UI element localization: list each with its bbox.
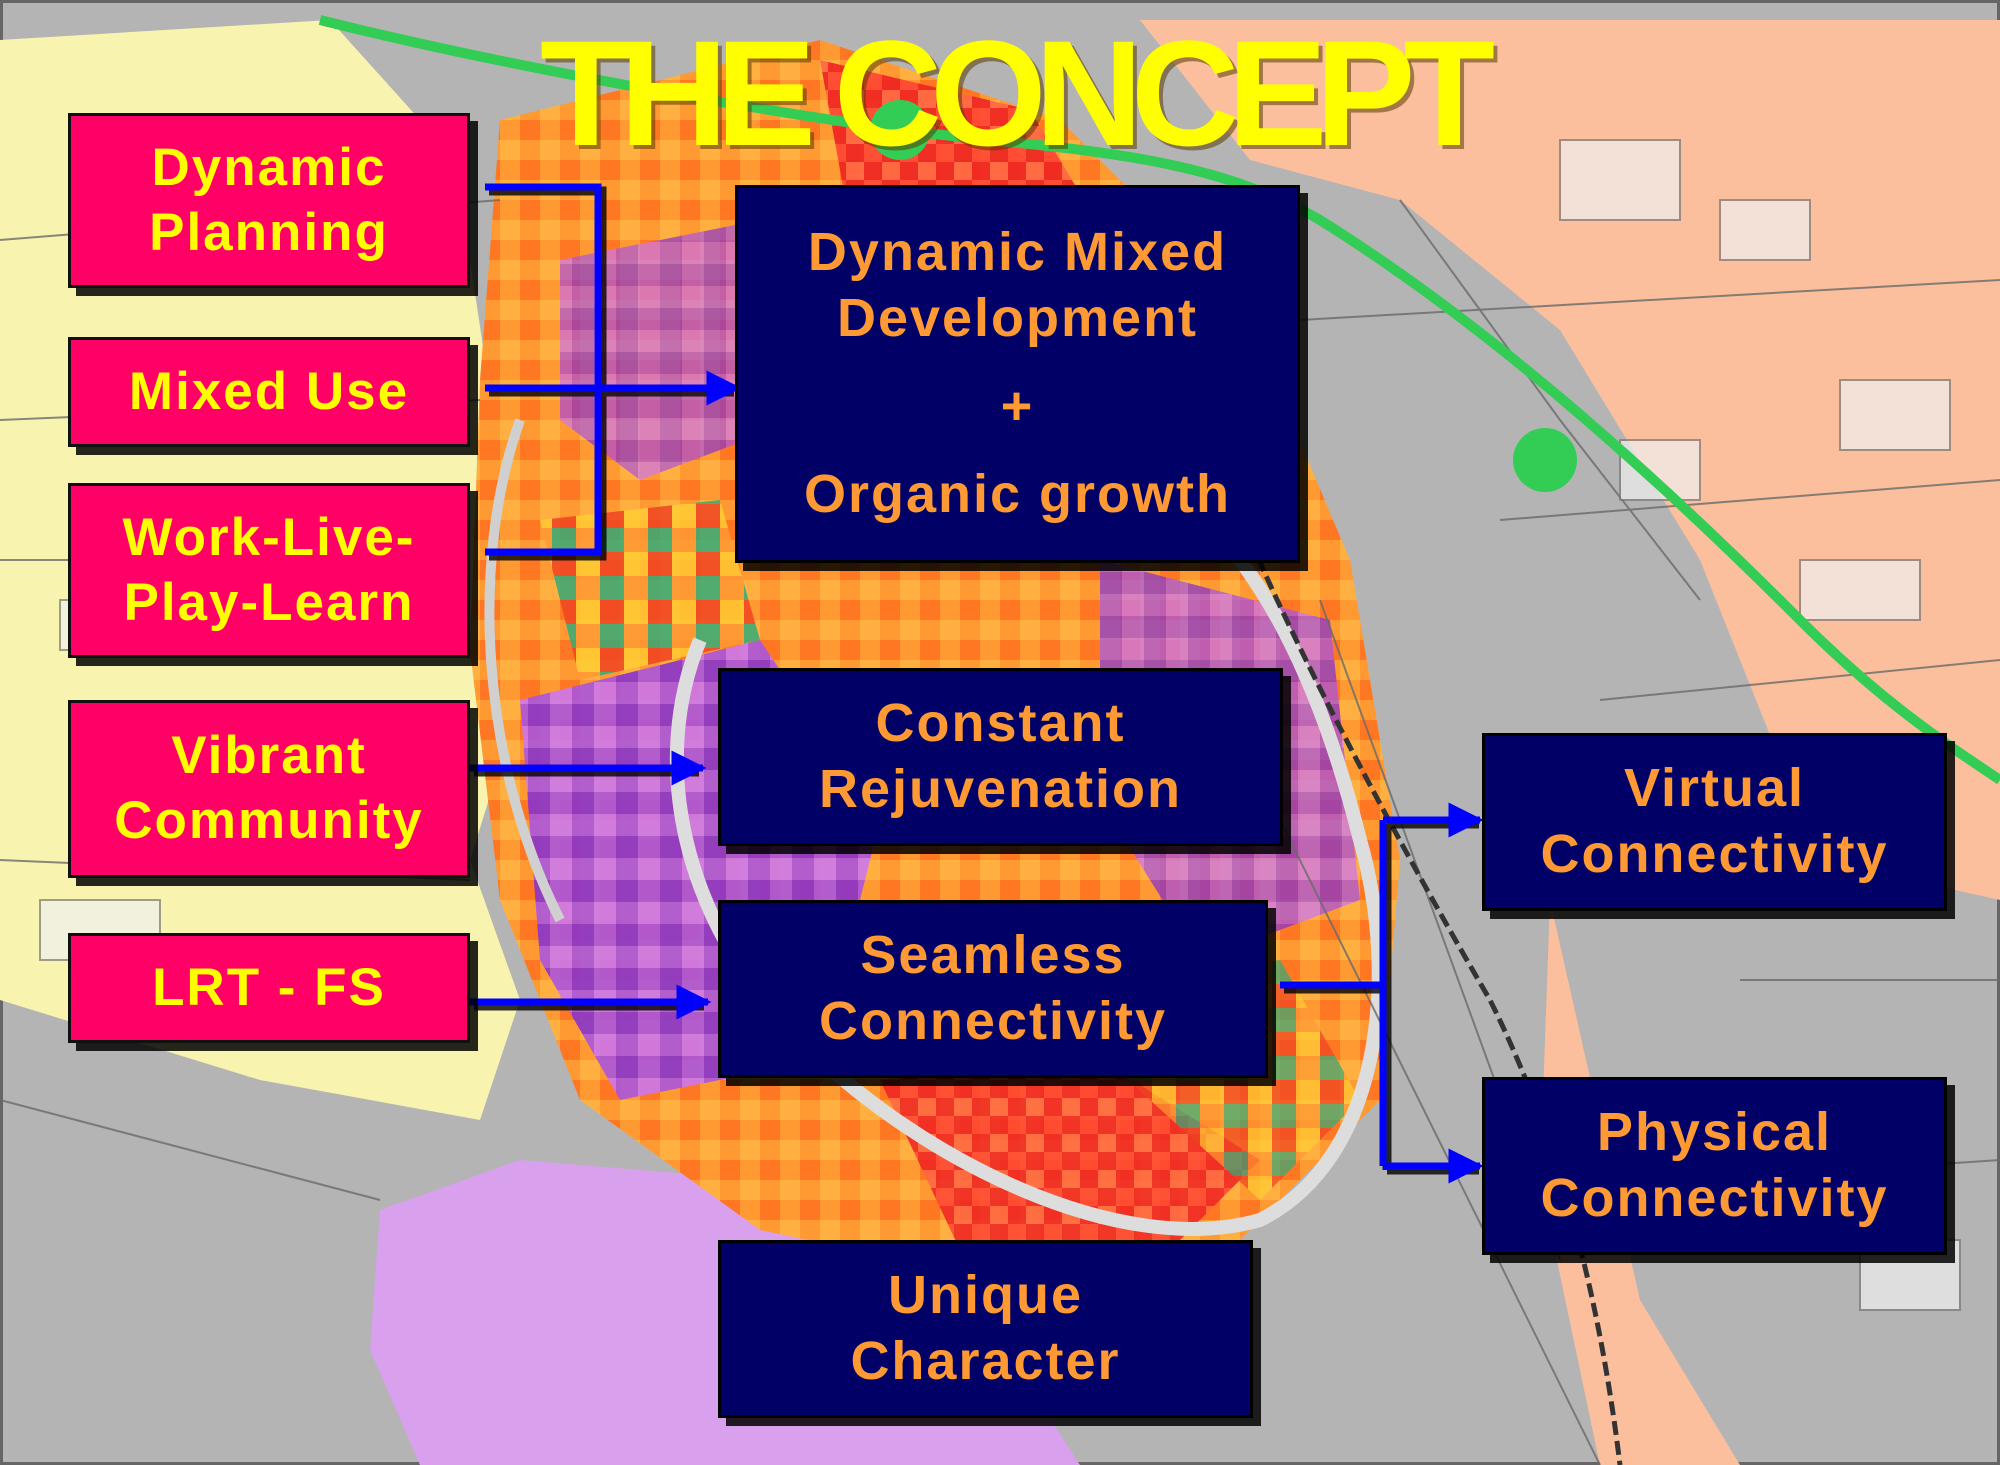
input-vibrant-community-line2: Community [114,791,424,850]
bracket-connector [485,183,602,556]
input-lrt-fs-label: LRT - FS [152,957,386,1017]
outcome-unique-character-line2: Character [850,1331,1121,1391]
outcome-seamless-connectivity-line1: Seamless [860,925,1126,986]
outcome-seamless-connectivity-line2: Connectivity [818,991,1168,1051]
outcome-dmd-line1: Dynamic Mixed [807,222,1228,283]
outcome-seamless-connectivity: Seamless Connectivity [718,900,1268,1078]
input-work-live-play-learn-line1: Work-Live- [122,507,416,567]
outcome-constant-rejuvenation-line2: Rejuvenation [818,759,1183,819]
outcome-physical-connectivity-line2: Connectivity [1540,1168,1889,1228]
input-dynamic-planning-line1: Dynamic [151,137,387,197]
outcome-virtual-connectivity-line1: Virtual [1623,758,1806,819]
outcome-unique-character-line1: Unique [888,1265,1083,1326]
outcome-unique-character: Unique Character [718,1240,1253,1418]
input-dynamic-planning: Dynamic Planning [68,113,470,288]
input-lrt-fs: LRT - FS [68,933,470,1043]
outcome-dmd-line2: Development [836,288,1199,349]
input-dynamic-planning-line2: Planning [149,202,389,262]
input-work-live-play-learn-line2: Play-Learn [123,572,415,632]
outcome-constant-rejuvenation: Constant Rejuvenation [718,668,1283,846]
outcome-virtual-connectivity-line2: Connectivity [1540,824,1889,884]
input-work-live-play-learn: Work-Live- Play-Learn [68,483,470,658]
outcome-constant-rejuvenation-line1: Constant [875,693,1126,754]
outcome-dmd-plus: + [1000,376,1035,436]
outcome-physical-connectivity-line1: Physical [1596,1102,1833,1163]
outcome-dynamic-mixed-development: Dynamic Mixed Development + Organic grow… [735,185,1300,563]
input-mixed-use: Mixed Use [68,337,470,447]
outcome-dmd-line3: Organic growth [803,463,1231,524]
input-mixed-use-label: Mixed Use [128,361,410,421]
outcome-physical-connectivity: Physical Connectivity [1482,1077,1947,1255]
slide-title: THE CONCEPT [540,9,1495,177]
input-vibrant-community: Vibrant Community [68,700,470,878]
outcome-virtual-connectivity: Virtual Connectivity [1482,733,1947,911]
input-vibrant-community-line1: Vibrant [171,726,367,786]
